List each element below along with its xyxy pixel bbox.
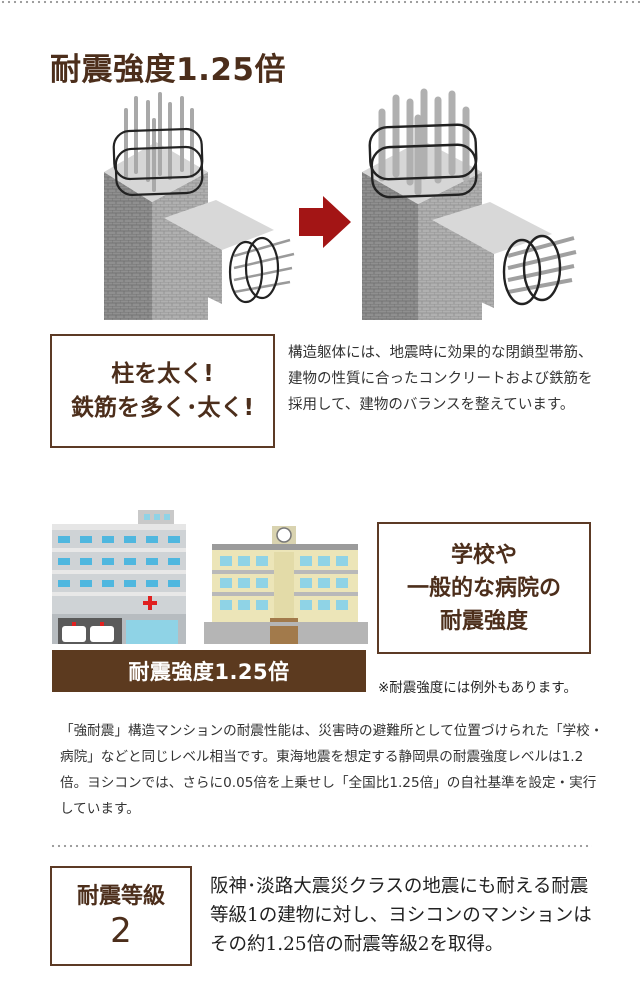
school-hospital-box: 学校や 一般的な病院の 耐震強度 [377, 522, 591, 654]
grade-label: 耐震等級 [76, 884, 165, 909]
seismic-grade-box: 耐震等級 2 [50, 866, 192, 966]
seismic-grade-description: 阪神･淡路大震災クラスの地震にも耐える耐震等級1の建物に対し、ヨシコンのマンショ… [210, 876, 592, 955]
column-rebar-box: 柱を太く! 鉄筋を多く･太く! [50, 334, 275, 448]
top-dotted-divider [0, 0, 640, 4]
box-line: 鉄筋を多く･太く! [71, 395, 254, 421]
school-illustration [204, 526, 368, 644]
column-before-illustration [104, 92, 295, 320]
structure-description: 構造躯体には、地震時に効果的な閉鎖型帯筋、建物の性質に合ったコンクリートおよび鉄… [288, 345, 593, 413]
page-title: 耐震強度1.25倍 [50, 52, 286, 88]
grade-number: 2 [110, 911, 132, 951]
middle-dotted-divider [50, 844, 592, 848]
seismic-performance-description: 「強耐震」構造マンションの耐震性能は、災害時の避難所として位置づけられた「学校・… [60, 723, 604, 817]
box-line: 柱を太く! [111, 361, 214, 387]
exception-note: ※耐震強度には例外もあります。 [378, 680, 577, 696]
strength-banner: 耐震強度1.25倍 [52, 650, 366, 692]
box-line: 学校や [450, 542, 517, 568]
box-line: 一般的な病院の [406, 575, 561, 601]
hospital-illustration [52, 510, 186, 644]
box-line: 耐震強度 [439, 608, 528, 634]
arrow-right-icon [299, 196, 351, 248]
column-after-illustration [362, 88, 577, 320]
